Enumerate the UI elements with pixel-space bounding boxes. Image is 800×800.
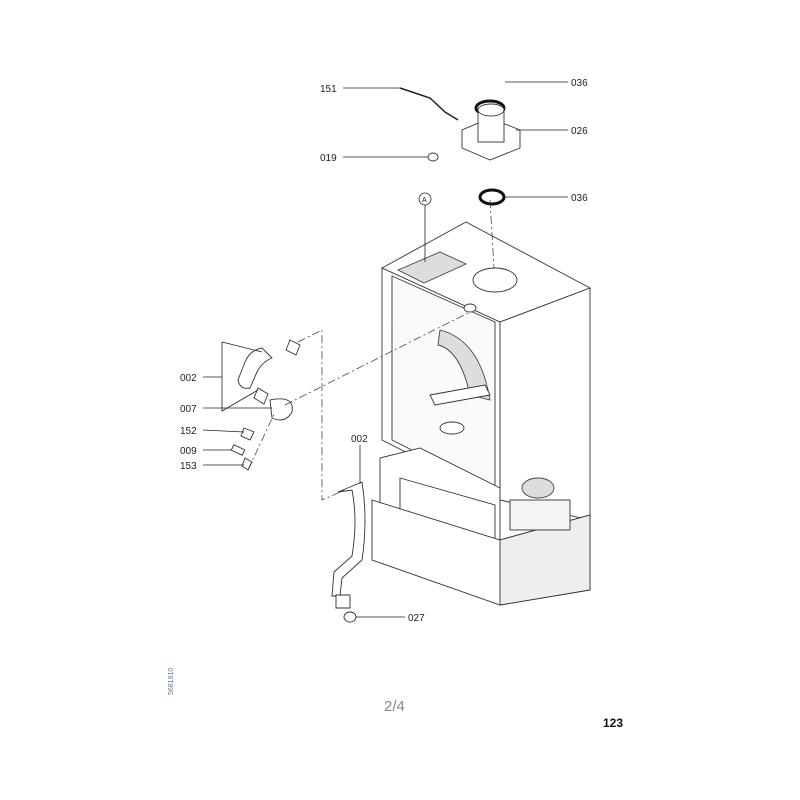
clip-152 <box>240 427 255 441</box>
plug-019 <box>427 152 439 162</box>
drain-outlet <box>439 421 465 435</box>
callout-A: A <box>422 197 427 204</box>
page-fraction: 2/4 <box>384 698 405 715</box>
boiler-casing <box>380 221 592 521</box>
casing-connector <box>463 303 477 313</box>
clip-009 <box>230 444 246 456</box>
pump <box>521 477 555 499</box>
callout-002-pipe: 002 <box>351 434 368 445</box>
callout-027: 027 <box>408 613 425 624</box>
callout-036-top: 036 <box>571 78 588 89</box>
callout-153: 153 <box>180 461 197 472</box>
page-number: 123 <box>603 716 624 730</box>
leader-lines <box>202 81 568 618</box>
centerline-flue <box>489 199 495 269</box>
valve-027-upper <box>335 594 351 609</box>
elbow-007 <box>269 398 293 421</box>
callout-151: 151 <box>320 84 337 95</box>
callout-019: 019 <box>320 153 337 164</box>
hose-002 <box>237 347 273 389</box>
clip-upper <box>285 339 301 356</box>
pump-pipework <box>509 499 571 531</box>
callout-002-hose: 002 <box>180 373 197 384</box>
pipe-002 <box>331 481 366 597</box>
flue-adapter-026 <box>461 103 521 161</box>
clip-lower <box>253 387 269 405</box>
centerline-connection <box>284 311 471 406</box>
internal-pipe <box>429 384 491 406</box>
centerline-left <box>297 329 346 501</box>
heat-exchanger <box>437 329 491 401</box>
centerline-clips <box>247 411 276 471</box>
callout-007: 007 <box>180 404 197 415</box>
callout-009: 009 <box>180 446 197 457</box>
data-plate-A <box>396 251 468 284</box>
sensor-151 <box>399 87 459 121</box>
gasket-036-lower <box>478 188 506 206</box>
document-number: 5681910 <box>168 667 175 695</box>
callout-036-lower: 036 <box>571 193 588 204</box>
flue-opening <box>472 267 518 293</box>
reference-circle-A <box>418 192 432 206</box>
valve-027 <box>343 611 357 623</box>
callout-026: 026 <box>571 126 588 137</box>
boiler-lower-unit <box>371 447 591 606</box>
callout-152: 152 <box>180 426 197 437</box>
